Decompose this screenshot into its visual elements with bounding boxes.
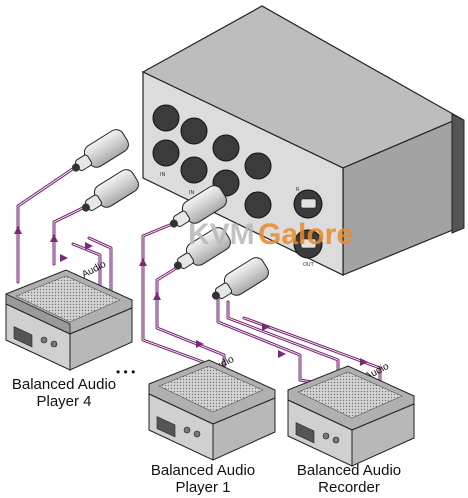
caption-recorder: Balanced Audio Recorder <box>286 462 412 496</box>
port-label-right-bottom: OUT <box>303 262 315 268</box>
xlr-output-latch <box>300 238 317 249</box>
port-label-center: IN <box>189 190 194 196</box>
port-label-left: IN <box>160 172 165 178</box>
xlr-plug <box>211 257 269 300</box>
arrow-icon <box>196 340 204 348</box>
watermark-text-galore: Galore <box>258 218 353 251</box>
xlr-connector <box>180 156 208 184</box>
caption-player4: Balanced Audio Player 4 <box>4 376 124 410</box>
xlr-connector <box>244 191 272 219</box>
unit-end-cap <box>451 113 465 234</box>
xlr-plug <box>169 185 227 228</box>
arrow-icon <box>262 323 270 331</box>
cable-player4 <box>16 162 113 310</box>
arrow-icon <box>360 358 368 366</box>
xlr-plugs <box>71 129 269 300</box>
caption-line1: Balanced Audio <box>296 462 402 479</box>
watermark-text-kvm: KVM <box>188 218 255 251</box>
xlr-plug <box>81 169 139 212</box>
signal-arrows <box>14 226 368 366</box>
xlr-connector <box>180 117 208 145</box>
xlr-connector <box>152 104 180 132</box>
arrow-icon <box>60 254 68 262</box>
wire-label-player4: Audio <box>80 259 108 281</box>
caption-player1: Balanced Audio Player 1 <box>140 462 266 496</box>
device-player4 <box>5 269 133 371</box>
audio-switcher-unit: IN IN R OUT <box>141 5 465 276</box>
caption-line2: Player 4 <box>36 393 92 410</box>
xlr-connector <box>244 152 272 180</box>
watermark: KVM Galore <box>188 218 353 251</box>
arrow-icon <box>278 350 286 358</box>
arrow-icon <box>14 226 22 234</box>
caption-line2: Player 1 <box>175 479 231 496</box>
arrow-icon <box>153 292 161 300</box>
xlr-plug <box>173 227 231 270</box>
xlr-connector <box>152 139 180 167</box>
xlr-connector-group <box>152 104 323 259</box>
xlr-output-latch <box>300 198 317 209</box>
xlr-connector <box>212 134 240 162</box>
ellipsis-more-players: • • • <box>116 365 135 379</box>
caption-line2: Recorder <box>318 479 380 496</box>
arrow-icon <box>139 258 147 266</box>
device-recorder <box>287 365 415 467</box>
caption-line1: Balanced Audio <box>150 462 256 479</box>
device-player1 <box>148 359 276 461</box>
arrow-icon <box>50 234 58 242</box>
port-label-right-top: R <box>296 187 300 193</box>
arrow-icon <box>85 242 93 250</box>
xlr-plug <box>71 129 129 172</box>
caption-line1: Balanced Audio <box>11 376 117 393</box>
